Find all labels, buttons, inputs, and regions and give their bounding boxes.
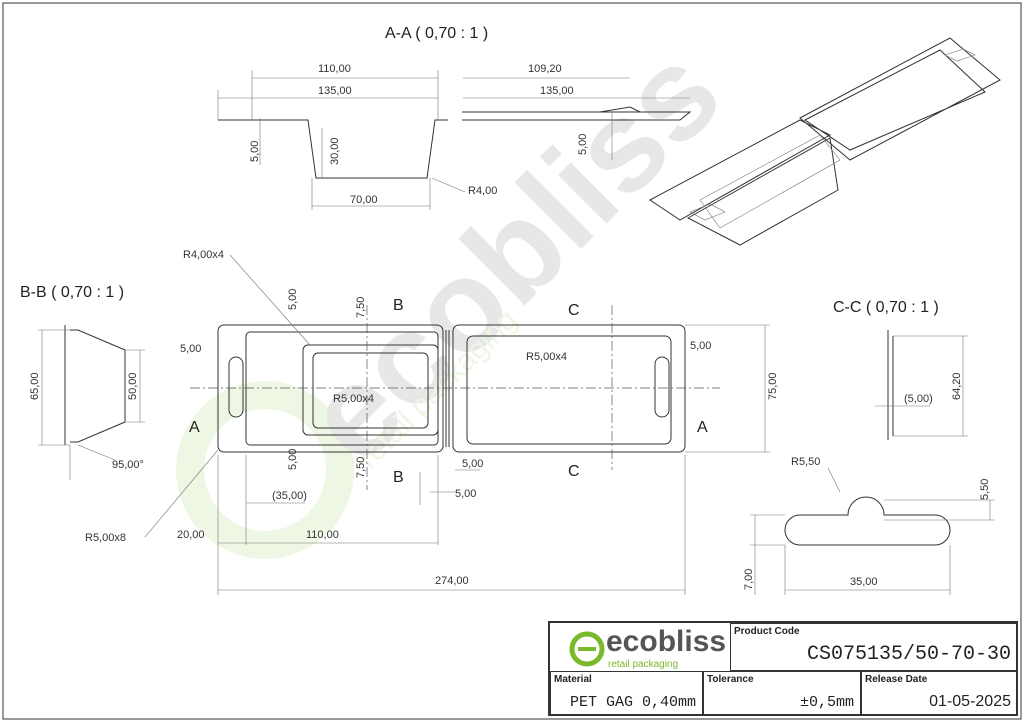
dimension-label: 5,00	[577, 134, 589, 155]
product-code-label: Product Code	[734, 626, 800, 637]
dimension-label: R4,00	[468, 185, 497, 197]
dimension-label: C-C ( 0,70 : 1 )	[833, 299, 939, 316]
material-cell: Material PET GAG 0,40mm	[550, 671, 703, 716]
release-date-value: 01-05-2025	[929, 693, 1011, 710]
dimension-label: 70,00	[350, 194, 378, 206]
title-block: ecobliss retail packaging Product Code C…	[548, 621, 1018, 716]
dimension-label: 110,00	[318, 63, 351, 75]
dimension-label: C	[568, 463, 580, 480]
logo-brand: ecobliss	[606, 625, 727, 658]
dimension-label: 5,00	[690, 340, 711, 352]
dimension-label: 50,00	[127, 372, 139, 400]
dimension-label: 109,20	[528, 63, 562, 75]
isometric-view	[649, 37, 1001, 246]
product-code-value: CS075135/50-70-30	[806, 643, 1011, 666]
dimension-label: 135,00	[540, 85, 574, 97]
dimension-label: 5,00	[249, 141, 261, 162]
dimension-label: 5,00	[455, 488, 476, 500]
dimension-label: R4,00x4	[183, 249, 224, 261]
dimension-label: 7,00	[743, 569, 755, 590]
dimension-label: (5,00)	[904, 393, 933, 405]
dimension-label: 5,50	[979, 479, 991, 500]
dimension-label: 274,00	[435, 575, 469, 587]
section-b-b: B-B ( 0,70 : 1 ) 65,00 50,00 95,00°	[20, 284, 145, 480]
hang-hole-detail: R5,50 5,50 7,00 35,00	[743, 456, 995, 595]
dimension-label: R5,00x4	[333, 393, 374, 405]
dimension-label: R5,00x4	[526, 351, 567, 363]
logo: ecobliss retail packaging	[552, 625, 730, 672]
tolerance-value: ±0,5mm	[799, 694, 854, 711]
section-a-a-title: A-A ( 0,70 : 1 )	[385, 25, 488, 42]
section-c-c: C-C ( 0,70 : 1 ) 64,20 (5,00)	[833, 299, 968, 440]
dimension-label: 30,00	[329, 137, 341, 165]
logo-mark-icon	[569, 631, 605, 667]
material-value: PET GAG 0,40mm	[569, 694, 696, 711]
dimension-label: C	[568, 302, 580, 319]
dimension-label: 75,00	[767, 372, 779, 400]
material-label: Material	[554, 674, 592, 685]
dimension-label: 65,00	[29, 372, 41, 400]
dimension-label: 35,00	[850, 576, 878, 588]
dimension-label: B-B ( 0,70 : 1 )	[20, 284, 124, 301]
release-date-label: Release Date	[865, 674, 928, 685]
dimension-label: 110,00	[306, 529, 339, 541]
dimension-label: 5,00	[287, 289, 299, 310]
dimension-label: B	[393, 469, 404, 486]
dimension-label: A	[189, 419, 200, 436]
tolerance-cell: Tolerance ±0,5mm	[703, 671, 861, 716]
dimension-label: 5,00	[180, 343, 201, 355]
dimension-label: 95,00°	[112, 459, 144, 471]
dimension-label: 20,00	[177, 529, 205, 541]
dimension-label: 64,20	[951, 372, 963, 400]
product-code-cell: Product Code CS075135/50-70-30	[730, 623, 1018, 671]
dimension-label: 5,00	[462, 458, 483, 470]
logo-tagline: retail packaging	[608, 659, 679, 670]
plan-view: R4,00x4 5,00 7,50 B C 5,00 5,00 R5,00x4 …	[85, 249, 779, 595]
dimension-label: R5,00x8	[85, 532, 126, 544]
dimension-label: 7,50	[355, 457, 367, 478]
dimension-label: 5,00	[287, 449, 299, 470]
dimension-label: B	[393, 297, 404, 314]
dimension-label: R5,50	[791, 456, 820, 468]
dimension-label: 7,50	[355, 297, 367, 318]
dimension-label: A	[697, 419, 708, 436]
dimension-label: 135,00	[318, 85, 352, 97]
tolerance-label: Tolerance	[707, 674, 754, 685]
dimension-label: (35,00)	[272, 490, 307, 502]
release-date-cell: Release Date 01-05-2025	[861, 671, 1018, 716]
section-a-a: A-A ( 0,70 : 1 ) 110,00 135,00 109,20 13…	[217, 25, 692, 210]
